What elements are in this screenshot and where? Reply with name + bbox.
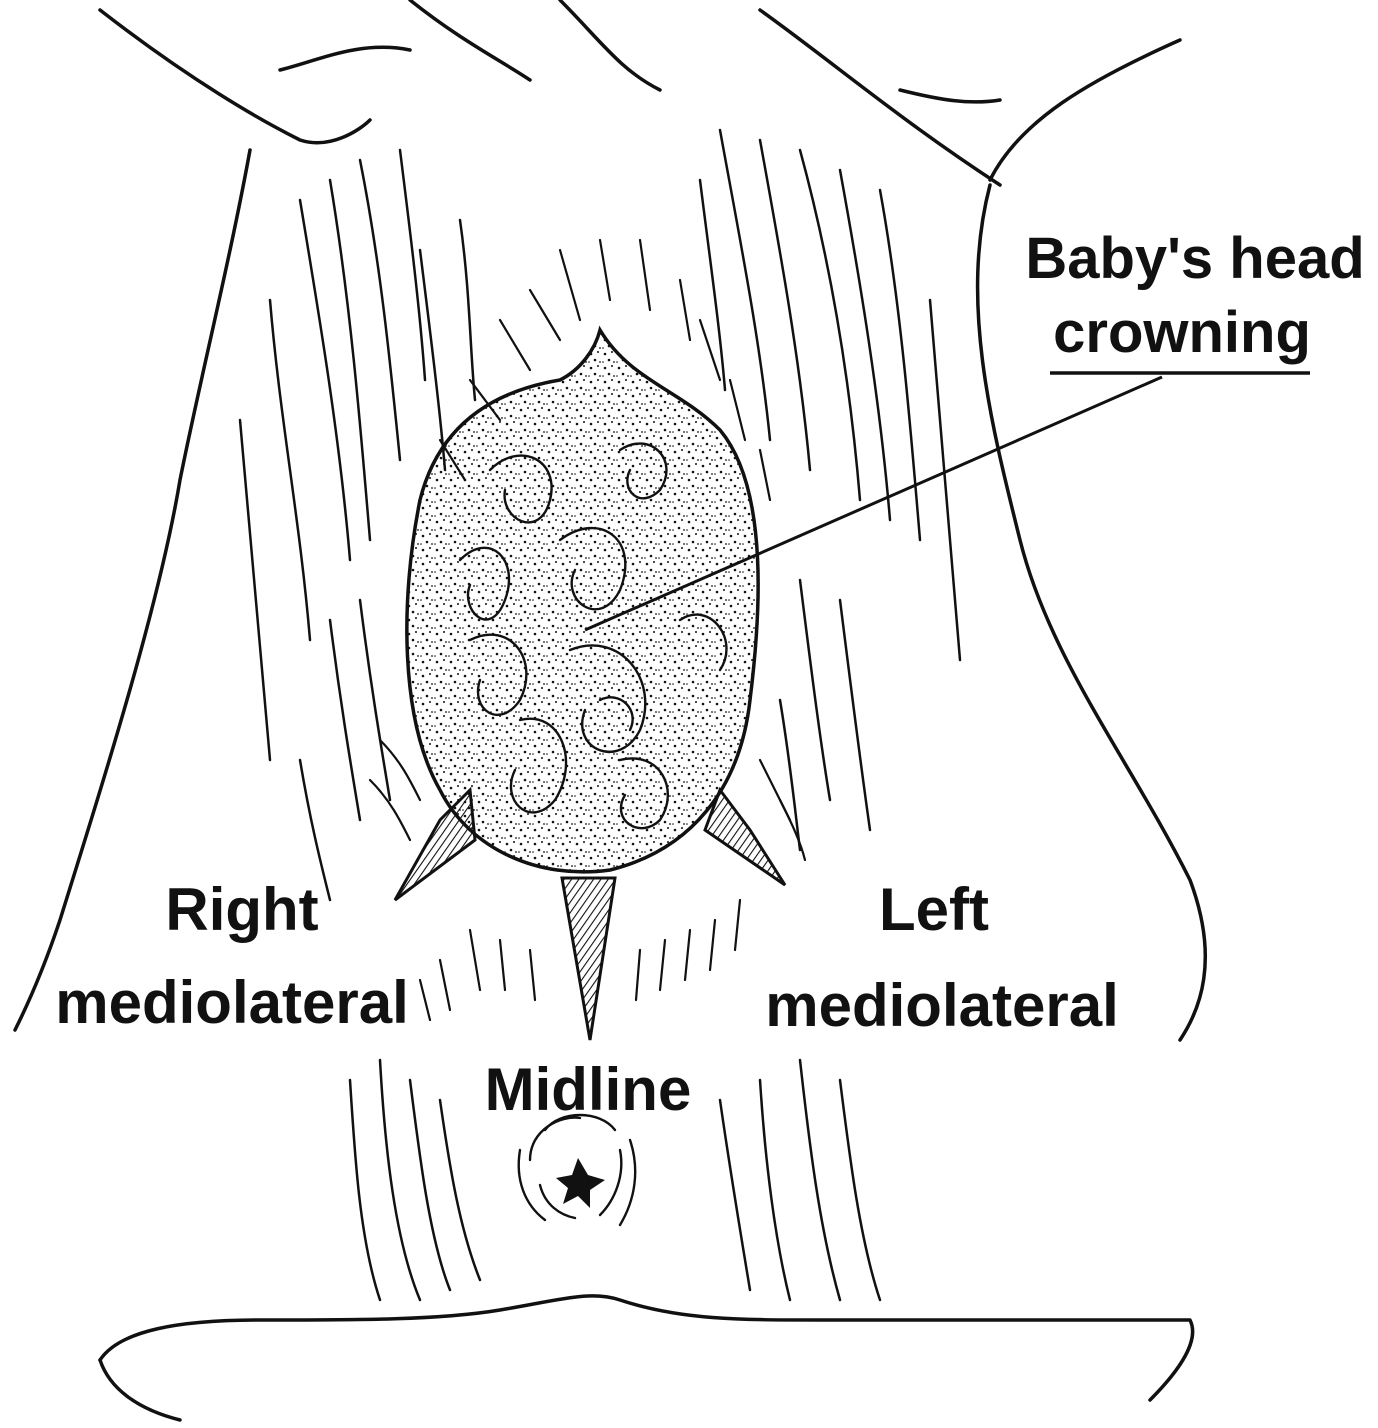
- label-right-mediolateral: mediolateral: [55, 969, 408, 1036]
- incision-midline: [562, 878, 615, 1040]
- incision-right-mediolateral: [395, 790, 475, 900]
- label-left-mediolateral: mediolateral: [765, 972, 1118, 1039]
- anus: [519, 1115, 635, 1225]
- label-left: Left: [879, 876, 989, 943]
- label-right: Right: [165, 876, 318, 943]
- incision-left-mediolateral: [705, 790, 785, 885]
- label-crowning: crowning: [1053, 300, 1311, 365]
- label-midline: Midline: [485, 1056, 692, 1123]
- baby-head: [407, 330, 758, 872]
- label-babys-head: Baby's head: [1025, 226, 1364, 291]
